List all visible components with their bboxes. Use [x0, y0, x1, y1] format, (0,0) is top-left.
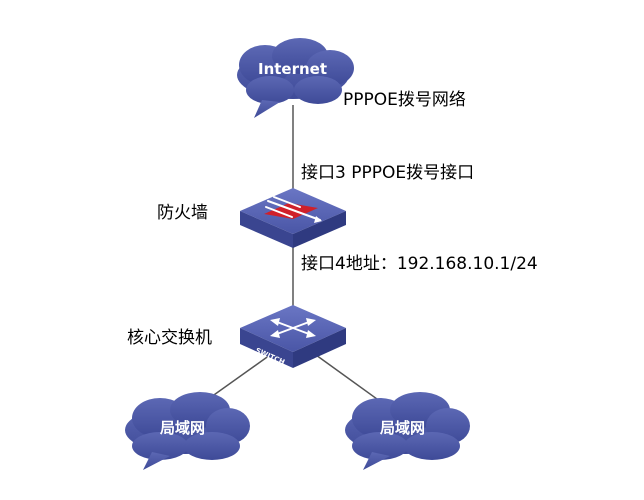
lan-right-cloud-icon [345, 392, 470, 470]
internet-label: Internet [258, 60, 328, 78]
port3-label: 接口3 PPPOE拨号接口 [301, 163, 475, 183]
core-switch-label: 核心交换机 [127, 328, 212, 348]
lan-left-label: 局域网 [160, 419, 206, 437]
internet-cloud-icon [237, 38, 354, 118]
lan-right-label: 局域网 [380, 419, 426, 437]
port4-label: 接口4地址：192.168.10.1/24 [301, 254, 538, 274]
firewall-icon [240, 188, 346, 248]
pppoe-network-label: PPPOE拨号网络 [343, 90, 466, 110]
firewall-label: 防火墙 [157, 203, 208, 223]
core-switch-icon: SWITCH [240, 305, 346, 368]
lan-left-cloud-icon [125, 392, 250, 470]
